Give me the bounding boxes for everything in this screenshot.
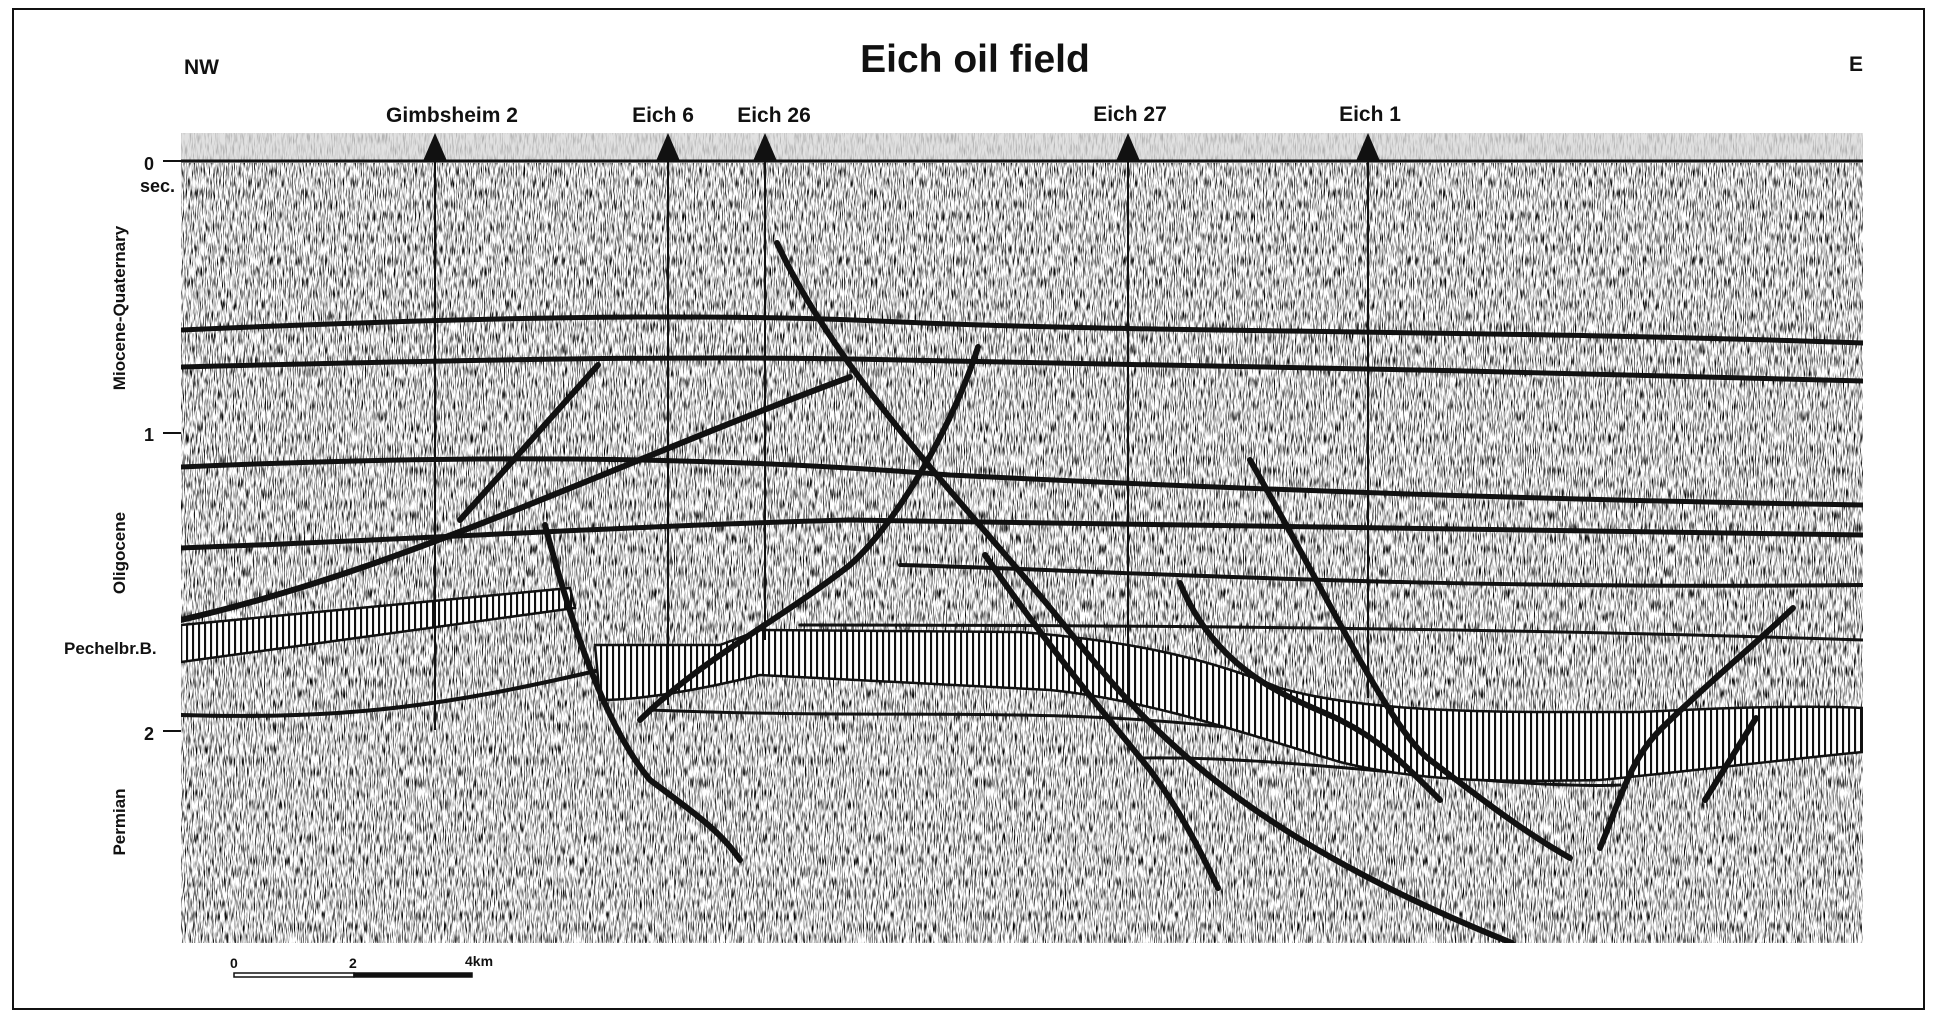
reflector-8: [648, 708, 1252, 732]
fault-9: [1597, 605, 1796, 851]
well-label-eich-27: Eich 27: [1093, 103, 1167, 126]
pechelbronn-bed-west: [181, 586, 577, 664]
fault-8: [1177, 580, 1443, 803]
pechelbronn-bed-central: [593, 628, 1863, 783]
shot-record-strip: [181, 133, 1863, 163]
strat-pechelbronn: Pechelbr.B.: [64, 639, 157, 658]
well-label-eich-26: Eich 26: [737, 104, 811, 127]
reflector-1: [181, 314, 1863, 346]
tick-label-0: 0: [144, 154, 154, 174]
direction-left-label: NW: [184, 56, 219, 79]
reflector-7: [181, 668, 602, 718]
pechelbronn-beds: [181, 586, 1863, 783]
well-arrow-eich-27: [1116, 133, 1140, 161]
well-bores: [434, 150, 1369, 730]
well-label-eich-1: Eich 1: [1339, 103, 1401, 126]
stratigraphy-labels: Miocene-Quaternary Oligocene Pechelbr.B.…: [64, 225, 157, 855]
fault-5: [457, 362, 601, 523]
scale-bar-segment-1: [233, 972, 355, 978]
scale-bar-segment-2: [353, 972, 473, 978]
fault-3: [542, 522, 743, 863]
scale-label-2: 2: [349, 955, 357, 971]
seismic-panel: [181, 133, 1863, 943]
figure-title: Eich oil field: [860, 38, 1090, 81]
well-arrow-gimbsheim-2: [423, 133, 447, 161]
strat-permian: Permian: [110, 788, 129, 855]
time-axis: 0 sec. 1 2: [140, 154, 181, 744]
fault-7: [1247, 457, 1573, 861]
time-unit-label: sec.: [140, 176, 175, 196]
faults: [181, 240, 1796, 943]
reflector-2: [181, 355, 1863, 384]
direction-right-label: E: [1849, 53, 1863, 76]
fault-1: [774, 240, 1515, 943]
strat-oligocene: Oligocene: [110, 512, 129, 594]
reflector-6: [798, 623, 1863, 642]
well-markers: Gimbsheim 2 Eich 6 Eich 26 Eich 27 Eich …: [386, 103, 1401, 161]
fault-6: [982, 552, 1221, 891]
tick-label-2: 2: [144, 724, 154, 744]
fault-4: [181, 374, 853, 623]
fault-2: [637, 344, 981, 723]
fault-10: [1702, 715, 1759, 803]
scale-label-0: 0: [230, 955, 238, 971]
well-arrow-eich-1: [1356, 133, 1380, 161]
well-arrow-eich-26: [753, 133, 777, 161]
scale-label-4km: 4km: [465, 953, 493, 969]
well-arrow-eich-6: [656, 133, 680, 161]
figure-border: [12, 8, 1925, 1010]
well-label-eich-6: Eich 6: [632, 104, 694, 127]
tick-label-1: 1: [144, 425, 154, 445]
well-label-gimbsheim-2: Gimbsheim 2: [386, 104, 518, 127]
scale-bar: 0 2 4km: [230, 953, 493, 978]
strat-miocene-quaternary: Miocene-Quaternary: [110, 225, 129, 390]
reflector-3: [181, 456, 1863, 508]
